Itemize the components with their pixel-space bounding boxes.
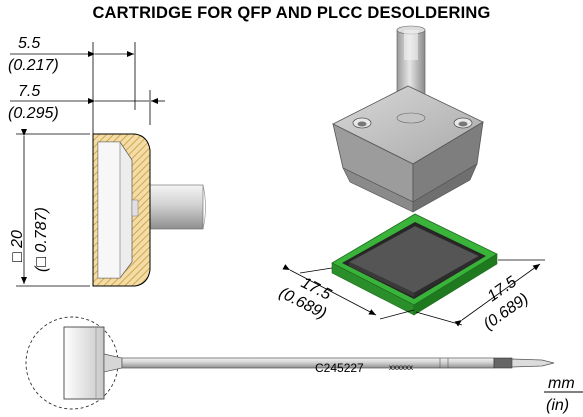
isometric-view: 17.5 (0.689) 17.5 (0.689) [276, 25, 545, 333]
dim-total-mm: 7.5 [18, 83, 40, 100]
units-mm: mm [548, 375, 575, 392]
cartridge-side-view: C245227 xxxxxx [25, 316, 555, 410]
dim-height-in: (0.217) [8, 57, 59, 74]
dim-total-in: (0.295) [8, 105, 59, 122]
page-title: CARTRIDGE FOR QFP AND PLCC DESOLDERING [92, 4, 491, 22]
dim-height-label: 5.5 (0.217) 7.5 (0.295) □ 20 (□ 0.787) [8, 35, 59, 272]
units-in: (in) [546, 397, 569, 414]
serial-number: xxxxxx [389, 363, 413, 372]
section-view [10, 42, 206, 287]
part-number: C245227 [315, 361, 364, 375]
dim-square-in: (□ 0.787) [33, 207, 50, 272]
units-legend: mm (in) [544, 375, 583, 414]
dim-square-mm: □ 20 [9, 230, 26, 262]
dim-height-mm: 5.5 [18, 35, 40, 52]
